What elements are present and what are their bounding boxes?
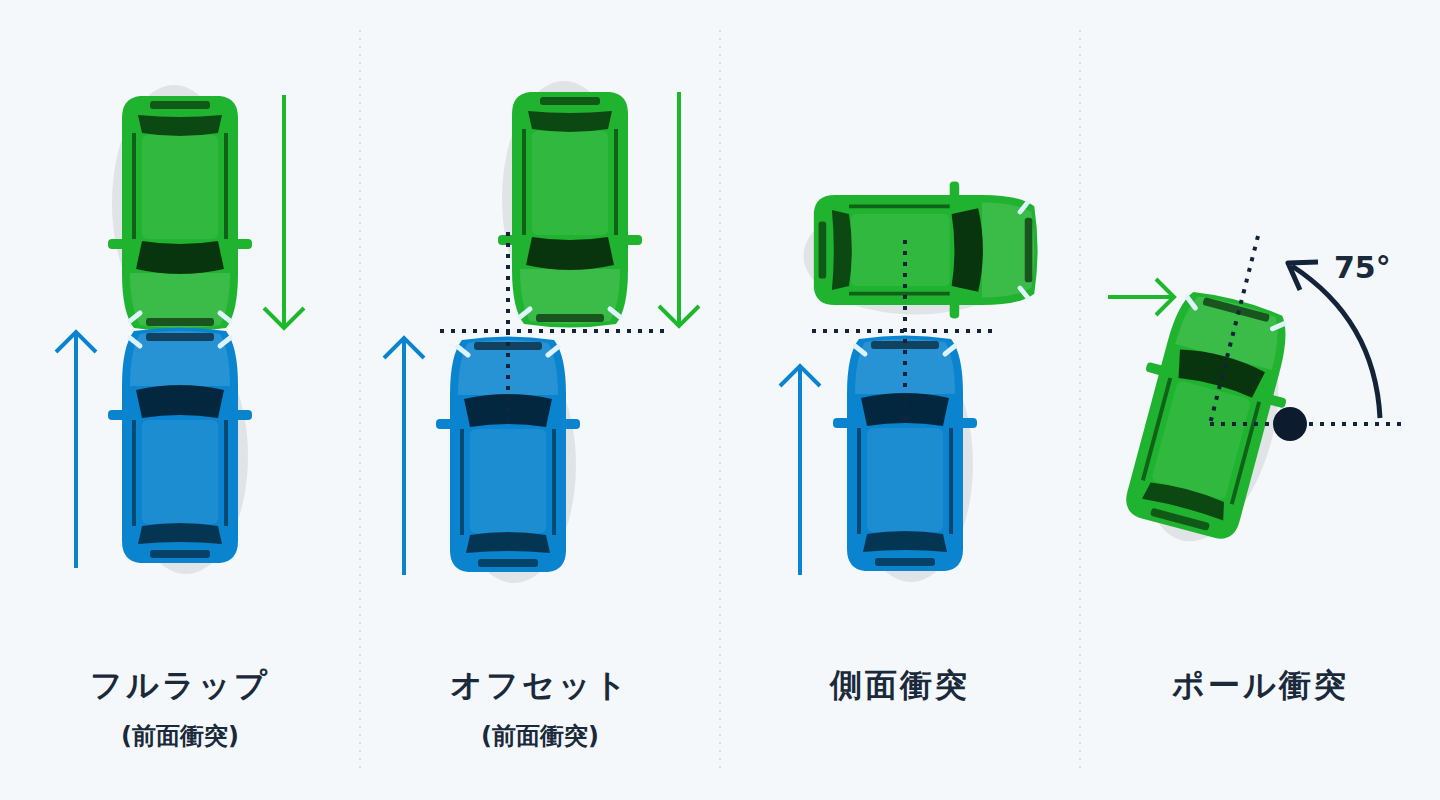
caption-label: 側面衝突	[830, 666, 970, 704]
caption-label: フルラップ	[90, 666, 270, 704]
angle-label: 75°	[1334, 250, 1391, 286]
caption-label: (前面衝突)	[481, 722, 599, 751]
caption-label: (前面衝突)	[121, 722, 239, 751]
caption-label: オフセット	[450, 666, 630, 704]
caption-label: ポール衝突	[1172, 666, 1349, 704]
